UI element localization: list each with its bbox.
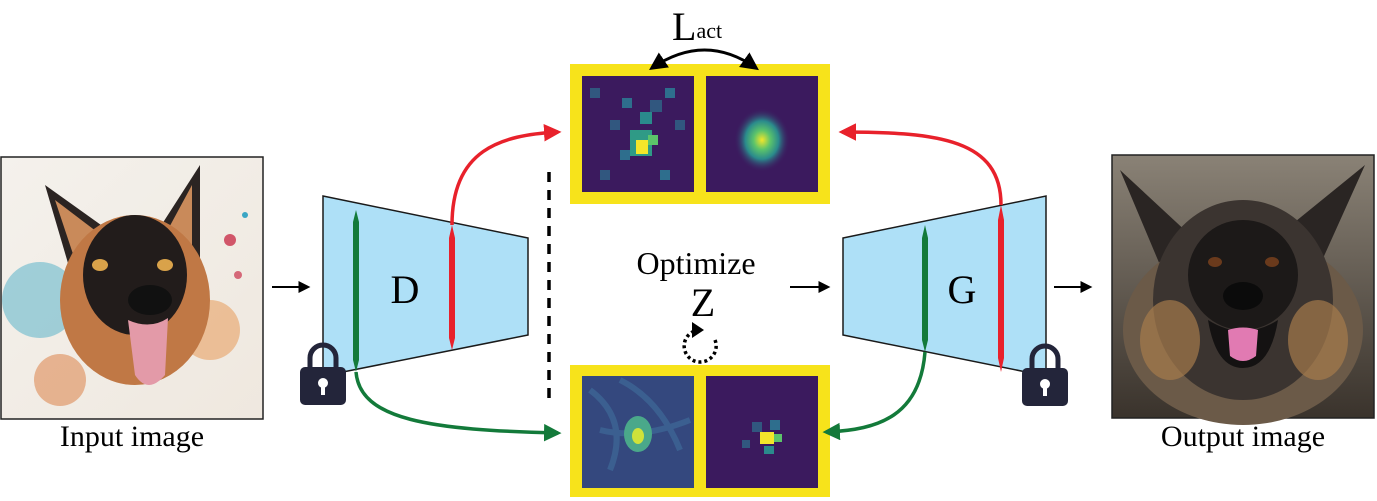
heatmap-top-right: [706, 76, 818, 192]
loss-double-arrow: [649, 48, 759, 71]
padlock-icon: [1022, 343, 1068, 406]
activation-panel-bottom: [570, 365, 830, 497]
loss-sub: act: [696, 18, 722, 43]
generator-g: G: [842, 195, 1047, 377]
activation-panel-top: [570, 64, 830, 204]
output-caption: Output image: [1161, 420, 1325, 453]
input-image: [0, 156, 264, 420]
output-image: [1111, 154, 1375, 425]
loss-main: L: [672, 4, 696, 49]
encoder-d: D: [322, 195, 529, 377]
loss-label: Lact: [672, 4, 722, 49]
red-path-encoder: [450, 123, 562, 226]
generator-label: G: [948, 267, 977, 312]
heatmap-bottom-left: [582, 376, 694, 488]
refresh-loop-icon: [682, 322, 718, 364]
heatmap-top-left: [582, 76, 694, 192]
optimize-label: Optimize: [636, 245, 755, 281]
green-path-encoder: [354, 371, 562, 442]
padlock-icon: [300, 342, 346, 405]
green-path-generator: [822, 351, 927, 441]
encoder-label: D: [391, 267, 420, 312]
red-path-generator: [838, 123, 1003, 206]
heatmap-bottom-right: [706, 376, 818, 488]
input-caption: Input image: [60, 420, 204, 453]
latent-label: Z: [691, 280, 715, 325]
